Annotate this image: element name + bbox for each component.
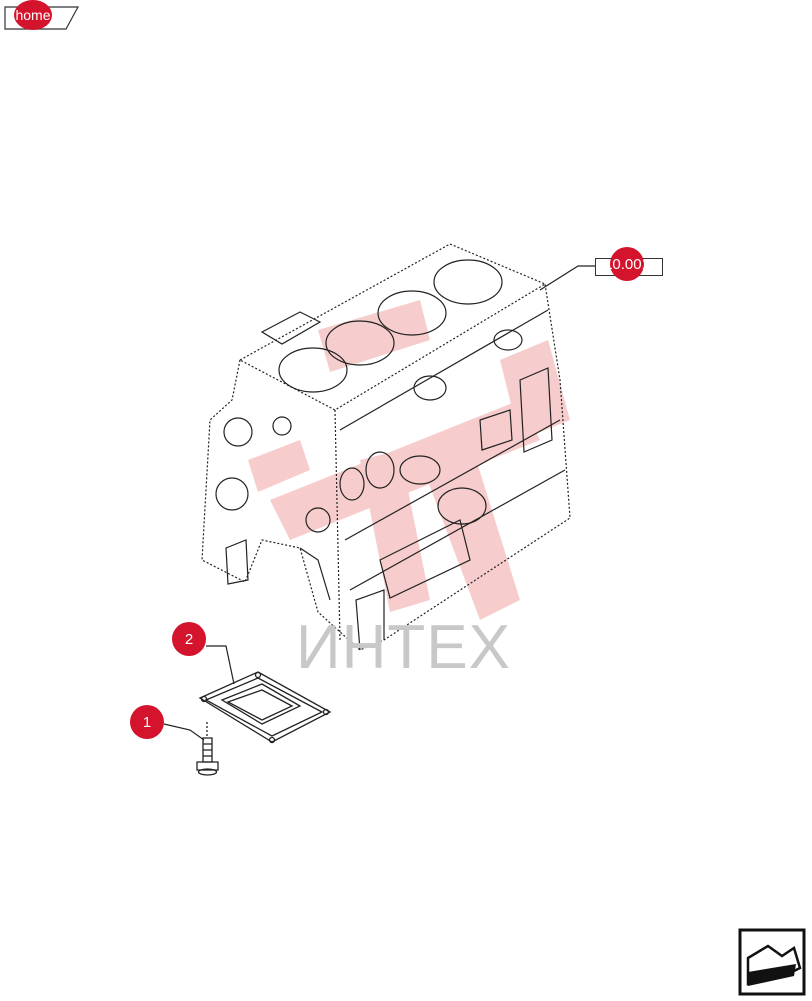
callout-1[interactable]: 1 [130,705,164,739]
callout-2-leader-line [206,645,235,685]
arrow-icon-graphic [738,928,806,996]
engine-block [201,243,571,651]
watermark-text: ИНТЕХ [296,613,511,682]
bolt [196,722,219,776]
home-button[interactable]: home [14,0,52,30]
callout-2[interactable]: 2 [172,622,206,656]
watermark-emblem [248,300,570,620]
reference-link[interactable]: 10.001 [604,247,650,281]
arrow-icon[interactable] [738,928,806,996]
reference-leader-line [539,265,595,291]
callout-1-leader-line [163,723,205,741]
cover-plate [198,671,332,744]
